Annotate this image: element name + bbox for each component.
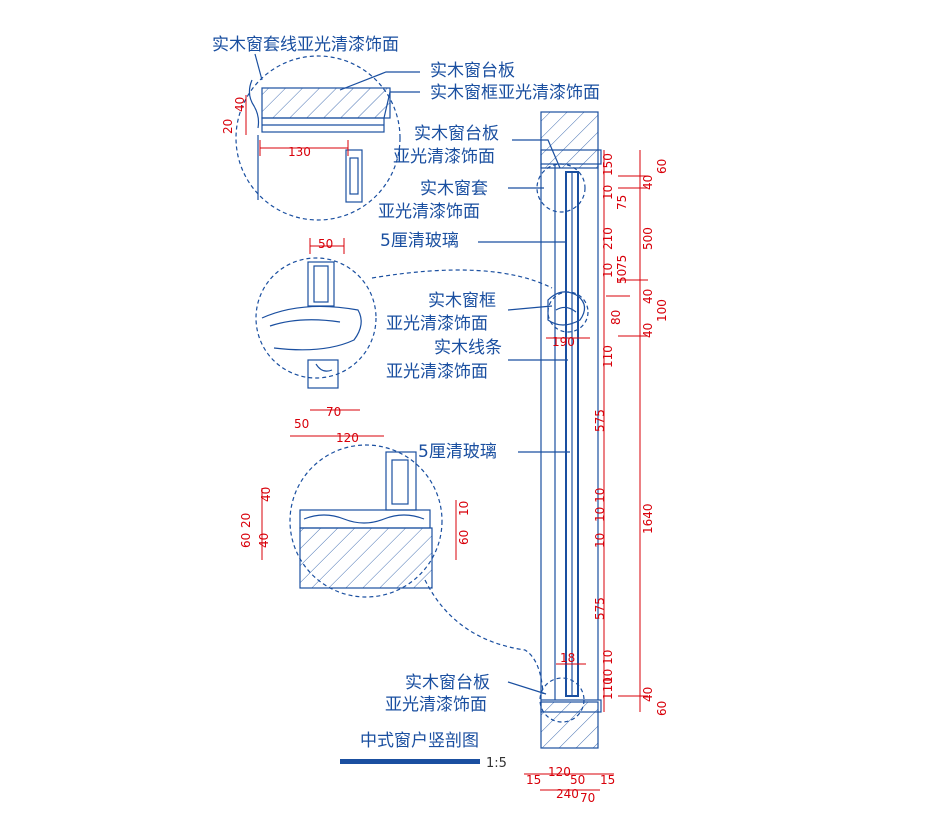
- annotations: 实木窗套线亚光清漆饰面 实木窗台板 实木窗框亚光清漆饰面 实木窗台板 亚光清漆饰…: [212, 35, 600, 715]
- drawing-title: 中式窗户竖剖图 1:5: [340, 731, 507, 771]
- dim-b-120: 120: [548, 765, 571, 779]
- label-top-trim: 实木窗套线亚光清漆饰面: [212, 35, 399, 55]
- dim-190: 190: [552, 335, 575, 349]
- dim-f-500: 500: [641, 227, 655, 250]
- dim-60a: 60: [239, 533, 253, 548]
- dim-f-1640: 1640: [641, 503, 655, 534]
- label-top-frame: 实木窗框亚光清漆饰面: [430, 83, 600, 103]
- dim-60b: 60: [457, 530, 471, 545]
- dim-f-60b: 60: [655, 701, 669, 716]
- middle-detail-circle: [255, 257, 377, 389]
- label-mid-frame-2: 亚光清漆饰面: [386, 314, 488, 334]
- title-underline: [340, 759, 480, 764]
- dim-130: 130: [288, 145, 311, 159]
- label-casing-1: 实木窗套: [420, 179, 488, 199]
- dim-20: 20: [221, 119, 235, 134]
- label-mid-frame-1: 实木窗框: [428, 291, 496, 311]
- label-main-sill-2: 亚光清漆饰面: [393, 147, 495, 167]
- dim-18: 18: [560, 651, 575, 665]
- dim-40c: 40: [257, 533, 271, 548]
- dim-f-40a: 40: [641, 175, 655, 190]
- dim-r-1010b: 10 10: [601, 650, 615, 684]
- dim-r-75: 75: [615, 195, 629, 210]
- label-glass-top: 5厘清玻璃: [380, 231, 459, 251]
- dim-r-1010: 10 10: [593, 488, 607, 522]
- connector-line: [424, 579, 544, 695]
- dim-r-110b: 110: [601, 677, 615, 700]
- dim-f-100: 100: [655, 299, 669, 322]
- label-main-sill-1: 实木窗台板: [414, 124, 499, 144]
- top-detail-circle: [235, 55, 401, 221]
- dim-10a: 10: [457, 501, 471, 516]
- label-bottom-sill-1: 实木窗台板: [405, 673, 490, 693]
- dim-r-575a: 575: [593, 409, 607, 432]
- dim-20b: 20: [239, 513, 253, 528]
- label-mid-strip-1: 实木线条: [434, 338, 502, 358]
- dim-40b: 40: [259, 487, 273, 502]
- dim-40a: 40: [233, 97, 247, 112]
- dim-50a: 50: [318, 237, 333, 251]
- dim-r-575b: 575: [593, 597, 607, 620]
- dim-b-15b: 15: [600, 773, 615, 787]
- dim-b-15a: 15: [526, 773, 541, 787]
- label-mid-strip-2: 亚光清漆饰面: [386, 362, 488, 382]
- dim-80: 80: [609, 310, 623, 325]
- label-casing-2: 亚光清漆饰面: [378, 202, 480, 222]
- connector-line-2: [371, 269, 553, 289]
- dim-r-10b: 10: [601, 263, 615, 278]
- dim-r-75b: 75: [615, 255, 629, 270]
- title-text: 中式窗户竖剖图: [360, 731, 479, 751]
- dim-f-40d: 40: [641, 687, 655, 702]
- dim-r-150: 150: [601, 153, 615, 176]
- label-bottom-sill-2: 亚光清漆饰面: [385, 695, 487, 715]
- dim-b-70: 70: [580, 791, 595, 805]
- label-top-sill: 实木窗台板: [430, 61, 515, 81]
- dim-f-40b: 40: [641, 289, 655, 304]
- dim-120: 120: [336, 431, 359, 445]
- dim-r-110: 110: [601, 345, 615, 368]
- dim-r-10a: 10: [601, 185, 615, 200]
- dim-b-50: 50: [570, 773, 585, 787]
- dim-r-50: 50: [615, 269, 629, 284]
- dim-r-210: 210: [601, 227, 615, 250]
- label-glass-bottom: 5厘清玻璃: [418, 442, 497, 462]
- bottom-detail-circle: [289, 444, 443, 598]
- dim-70: 70: [326, 405, 341, 419]
- dimensions: 130 20 40 50 70 50 120 20 40 60 40 60 10…: [221, 95, 669, 805]
- dim-50b: 50: [294, 417, 309, 431]
- dim-f-60a: 60: [655, 159, 669, 174]
- dim-b-240: 240: [556, 787, 579, 801]
- leader-lines: [254, 53, 570, 695]
- scale-text: 1:5: [486, 756, 507, 771]
- dim-f-40c: 40: [641, 323, 655, 338]
- main-window-section: [536, 111, 602, 749]
- dim-r-10c: 10: [593, 533, 607, 548]
